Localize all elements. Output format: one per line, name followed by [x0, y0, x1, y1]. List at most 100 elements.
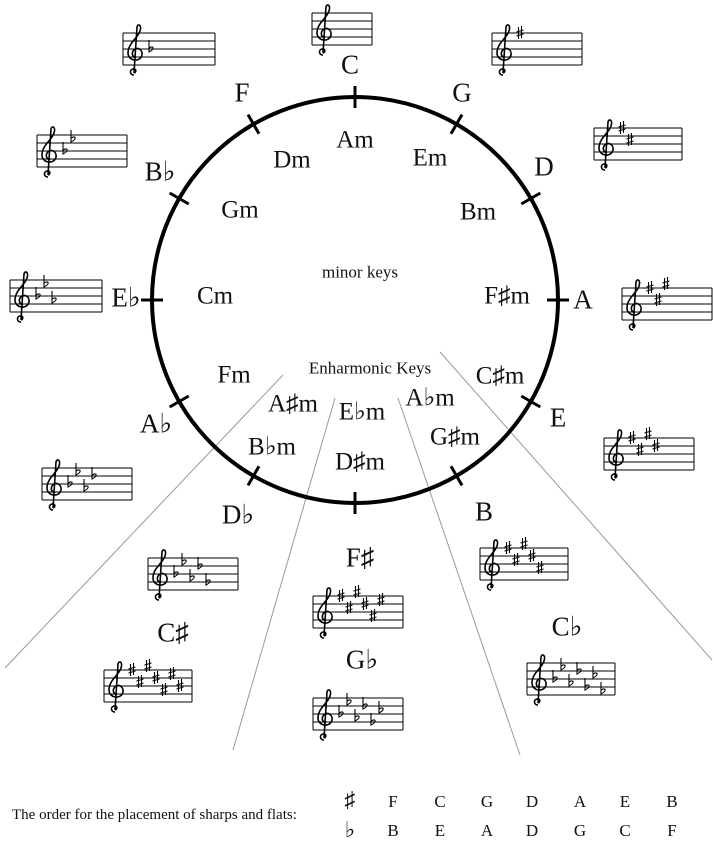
minor-key-label: Bm [459, 198, 497, 226]
sharp-icon [353, 585, 361, 598]
key-tick [246, 113, 261, 135]
sharp-icon [168, 667, 176, 680]
key-tick [449, 465, 464, 487]
flat-icon [67, 475, 73, 488]
key-signature-staff [147, 549, 239, 601]
treble-clef-icon [598, 119, 614, 171]
treble-clef-icon [14, 271, 30, 323]
center-label: minor keys [321, 262, 399, 282]
major-key-label: E [549, 402, 567, 433]
major-key-label: B♭ [144, 156, 176, 187]
sharp-order-item: E [619, 792, 631, 811]
sharp-icon [644, 427, 652, 440]
key-signature-staff [122, 24, 216, 76]
flat-icon [576, 662, 582, 675]
flat-icon [197, 557, 203, 570]
sharp-icon [160, 683, 168, 696]
sharp-symbol: ♯ [344, 787, 356, 812]
sharp-icon [662, 277, 670, 290]
key-signature-staff [311, 4, 373, 56]
sharp-icon [337, 589, 345, 602]
flat-icon [552, 670, 558, 683]
key-signature-staff [593, 119, 683, 171]
flat-icon [346, 693, 352, 706]
flat-icon [189, 569, 195, 582]
flat-icon [592, 666, 598, 679]
flat-icon [43, 275, 49, 288]
major-key-label: F [234, 77, 250, 108]
sharp-icon [128, 663, 136, 676]
flat-icon [560, 658, 566, 671]
minor-key-label: E♭m [338, 398, 386, 426]
flat-icon [584, 678, 590, 691]
major-key-label: F♯ [345, 542, 375, 573]
sharp-order-item: F [388, 792, 398, 811]
sharp-icon [345, 601, 353, 614]
key-signature-staff [312, 689, 404, 741]
sharp-icon [176, 679, 184, 692]
minor-key-label: B♭m [248, 433, 296, 461]
flat-icon [338, 705, 344, 718]
sharp-icon [536, 561, 544, 574]
flat-icon [148, 40, 154, 53]
major-key-label: A [573, 284, 593, 315]
key-signature-staff [9, 271, 103, 323]
treble-clef-icon [626, 279, 642, 331]
sharp-icon [636, 443, 644, 456]
flat-icon [70, 130, 76, 143]
sharp-icon [652, 439, 660, 452]
sharp-order-item: B [666, 792, 678, 811]
key-signature-staff [479, 537, 569, 591]
enharmonic-divider-line [4, 374, 284, 669]
minor-key-label: Em [412, 144, 448, 172]
flat-icon [181, 553, 187, 566]
sharp-order-item: A [573, 792, 587, 811]
key-signature-staff [603, 427, 695, 481]
major-key-label: G♭ [345, 644, 379, 675]
major-key-label: D♭ [221, 499, 255, 530]
sharp-icon [520, 537, 528, 550]
sharp-icon [646, 281, 654, 294]
flat-icon [91, 467, 97, 480]
flat-order-item: E [434, 821, 446, 840]
sharp-icon [136, 675, 144, 688]
flat-icon [173, 565, 179, 578]
treble-clef-icon [608, 429, 624, 481]
sharp-icon [504, 541, 512, 554]
treble-clef-icon [152, 549, 168, 601]
major-key-label: G [452, 77, 472, 108]
flat-icon [362, 697, 368, 710]
flat-icon [83, 479, 89, 492]
major-key-label: B [474, 496, 494, 527]
minor-key-label: Cm [196, 282, 234, 310]
flat-icon [205, 573, 211, 586]
major-key-label: E♭ [111, 282, 141, 313]
key-signature-staff [491, 24, 583, 76]
treble-clef-icon [46, 459, 62, 511]
flat-icon [35, 287, 41, 300]
flat-icon [75, 463, 81, 476]
sharp-icon [369, 609, 377, 622]
minor-key-label: Fm [217, 361, 251, 389]
sharp-icon [628, 431, 636, 444]
minor-key-label: Gm [221, 196, 259, 224]
key-signature-staff [41, 459, 133, 511]
flat-order-item: D [525, 821, 539, 840]
flat-icon [370, 713, 376, 726]
treble-clef-icon [496, 24, 512, 76]
treble-clef-icon [316, 4, 332, 56]
minor-key-label: A♯m [268, 390, 318, 418]
treble-clef-icon [41, 126, 57, 178]
key-signature-staff [526, 654, 616, 706]
flat-order-item: C [619, 821, 631, 840]
minor-key-label: D♯m [335, 448, 385, 476]
treble-clef-icon [317, 689, 333, 741]
sharp-order-item: D [525, 792, 539, 811]
flats-order-row: ♭ B E A D G C F [0, 819, 714, 844]
sharp-icon [516, 26, 524, 39]
minor-key-label: Dm [273, 146, 311, 174]
flat-order-item: F [667, 821, 677, 840]
major-key-label: D [534, 151, 554, 182]
sharps-order-row: ♯ F C G D A E B [0, 789, 714, 815]
